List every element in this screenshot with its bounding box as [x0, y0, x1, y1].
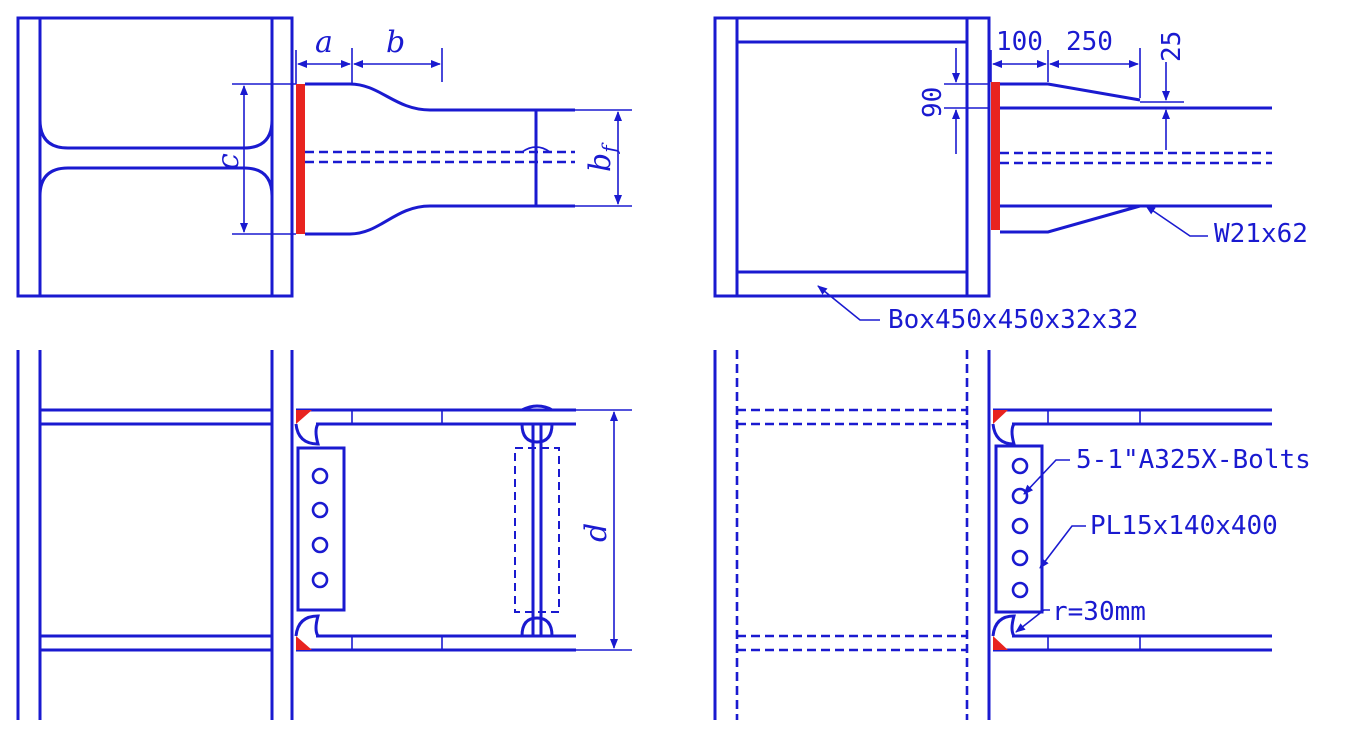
beam-size-label: W21x62 — [1214, 219, 1308, 249]
column-size-label: Box450x450x32x32 — [888, 305, 1138, 335]
haunch-top-taper — [1000, 82, 1141, 102]
stiffener-dashed — [514, 447, 560, 613]
plate-label: PL15x140x400 — [1090, 511, 1278, 541]
top-weld-triangle — [296, 410, 312, 424]
bolt-hole — [1011, 581, 1029, 599]
column-leader — [817, 285, 880, 321]
dim-d-label: d — [579, 523, 614, 542]
beam-flange-top-edge — [305, 82, 575, 112]
bolt-hole — [311, 467, 329, 485]
dim-bf-label: bf — [583, 142, 621, 172]
shear-tab — [296, 446, 346, 612]
bolt-hole — [1011, 487, 1029, 505]
top-access-hole — [294, 423, 320, 446]
bolt-hole — [311, 571, 329, 589]
haunch-bottom-taper — [1000, 204, 1141, 234]
beam-flange-bottom-edge — [305, 204, 575, 236]
dim-25-label: 25 — [1157, 31, 1187, 62]
bolts-label: 5-1"A325X-Bolts — [1076, 445, 1311, 475]
bottom-left-elevation: d — [16, 350, 632, 720]
column-outline — [16, 16, 294, 298]
plate-leader — [1039, 525, 1086, 569]
stiffener-top-cope-up — [521, 404, 553, 412]
bolt-holes-right — [1011, 457, 1029, 599]
flange-weld — [296, 84, 305, 234]
top-right-plan-view: 100 250 25 90 W21x62 Box450x450x32x32 — [713, 16, 1308, 335]
bolt-hole — [1011, 549, 1029, 567]
box-column-outline — [713, 16, 991, 298]
bottom-access-hole-right — [991, 614, 1016, 637]
top-left-plan-view: a b c bf — [16, 16, 632, 298]
beam-leader — [1145, 205, 1208, 237]
stiffener-top-cope — [520, 423, 554, 444]
dim-b-label: b — [386, 25, 405, 60]
bolt-holes-left — [311, 467, 329, 589]
flange-weld-right — [991, 82, 1000, 230]
dim-250-label: 250 — [1066, 27, 1113, 57]
dim-c-label: c — [211, 153, 246, 170]
bolt-hole — [1011, 517, 1029, 535]
dim-90-label: 90 — [918, 87, 948, 118]
bolts-leader — [1023, 459, 1070, 495]
stiffener-bottom-cope — [520, 616, 554, 637]
dim-a-label: a — [315, 25, 333, 60]
bottom-weld-triangle-right — [993, 636, 1008, 650]
bolt-hole — [1011, 457, 1029, 475]
bottom-access-hole — [294, 614, 320, 637]
bottom-right-elevation: 5-1"A325X-Bolts PL15x140x400 r=30mm — [713, 350, 1311, 720]
radius-label: r=30mm — [1052, 597, 1146, 627]
column-web-lower — [38, 166, 274, 197]
stiffener-cope — [521, 146, 551, 153]
dim-bf-main: b — [583, 153, 618, 172]
bolt-hole — [311, 536, 329, 554]
bolt-hole — [311, 501, 329, 519]
shear-plate — [994, 444, 1044, 614]
top-weld-triangle-right — [993, 410, 1008, 424]
radius-leader — [1015, 609, 1050, 633]
column-web-upper — [38, 119, 274, 150]
bottom-weld-triangle — [296, 636, 312, 650]
dim-100-label: 100 — [996, 27, 1043, 57]
top-access-hole-right — [991, 423, 1016, 446]
